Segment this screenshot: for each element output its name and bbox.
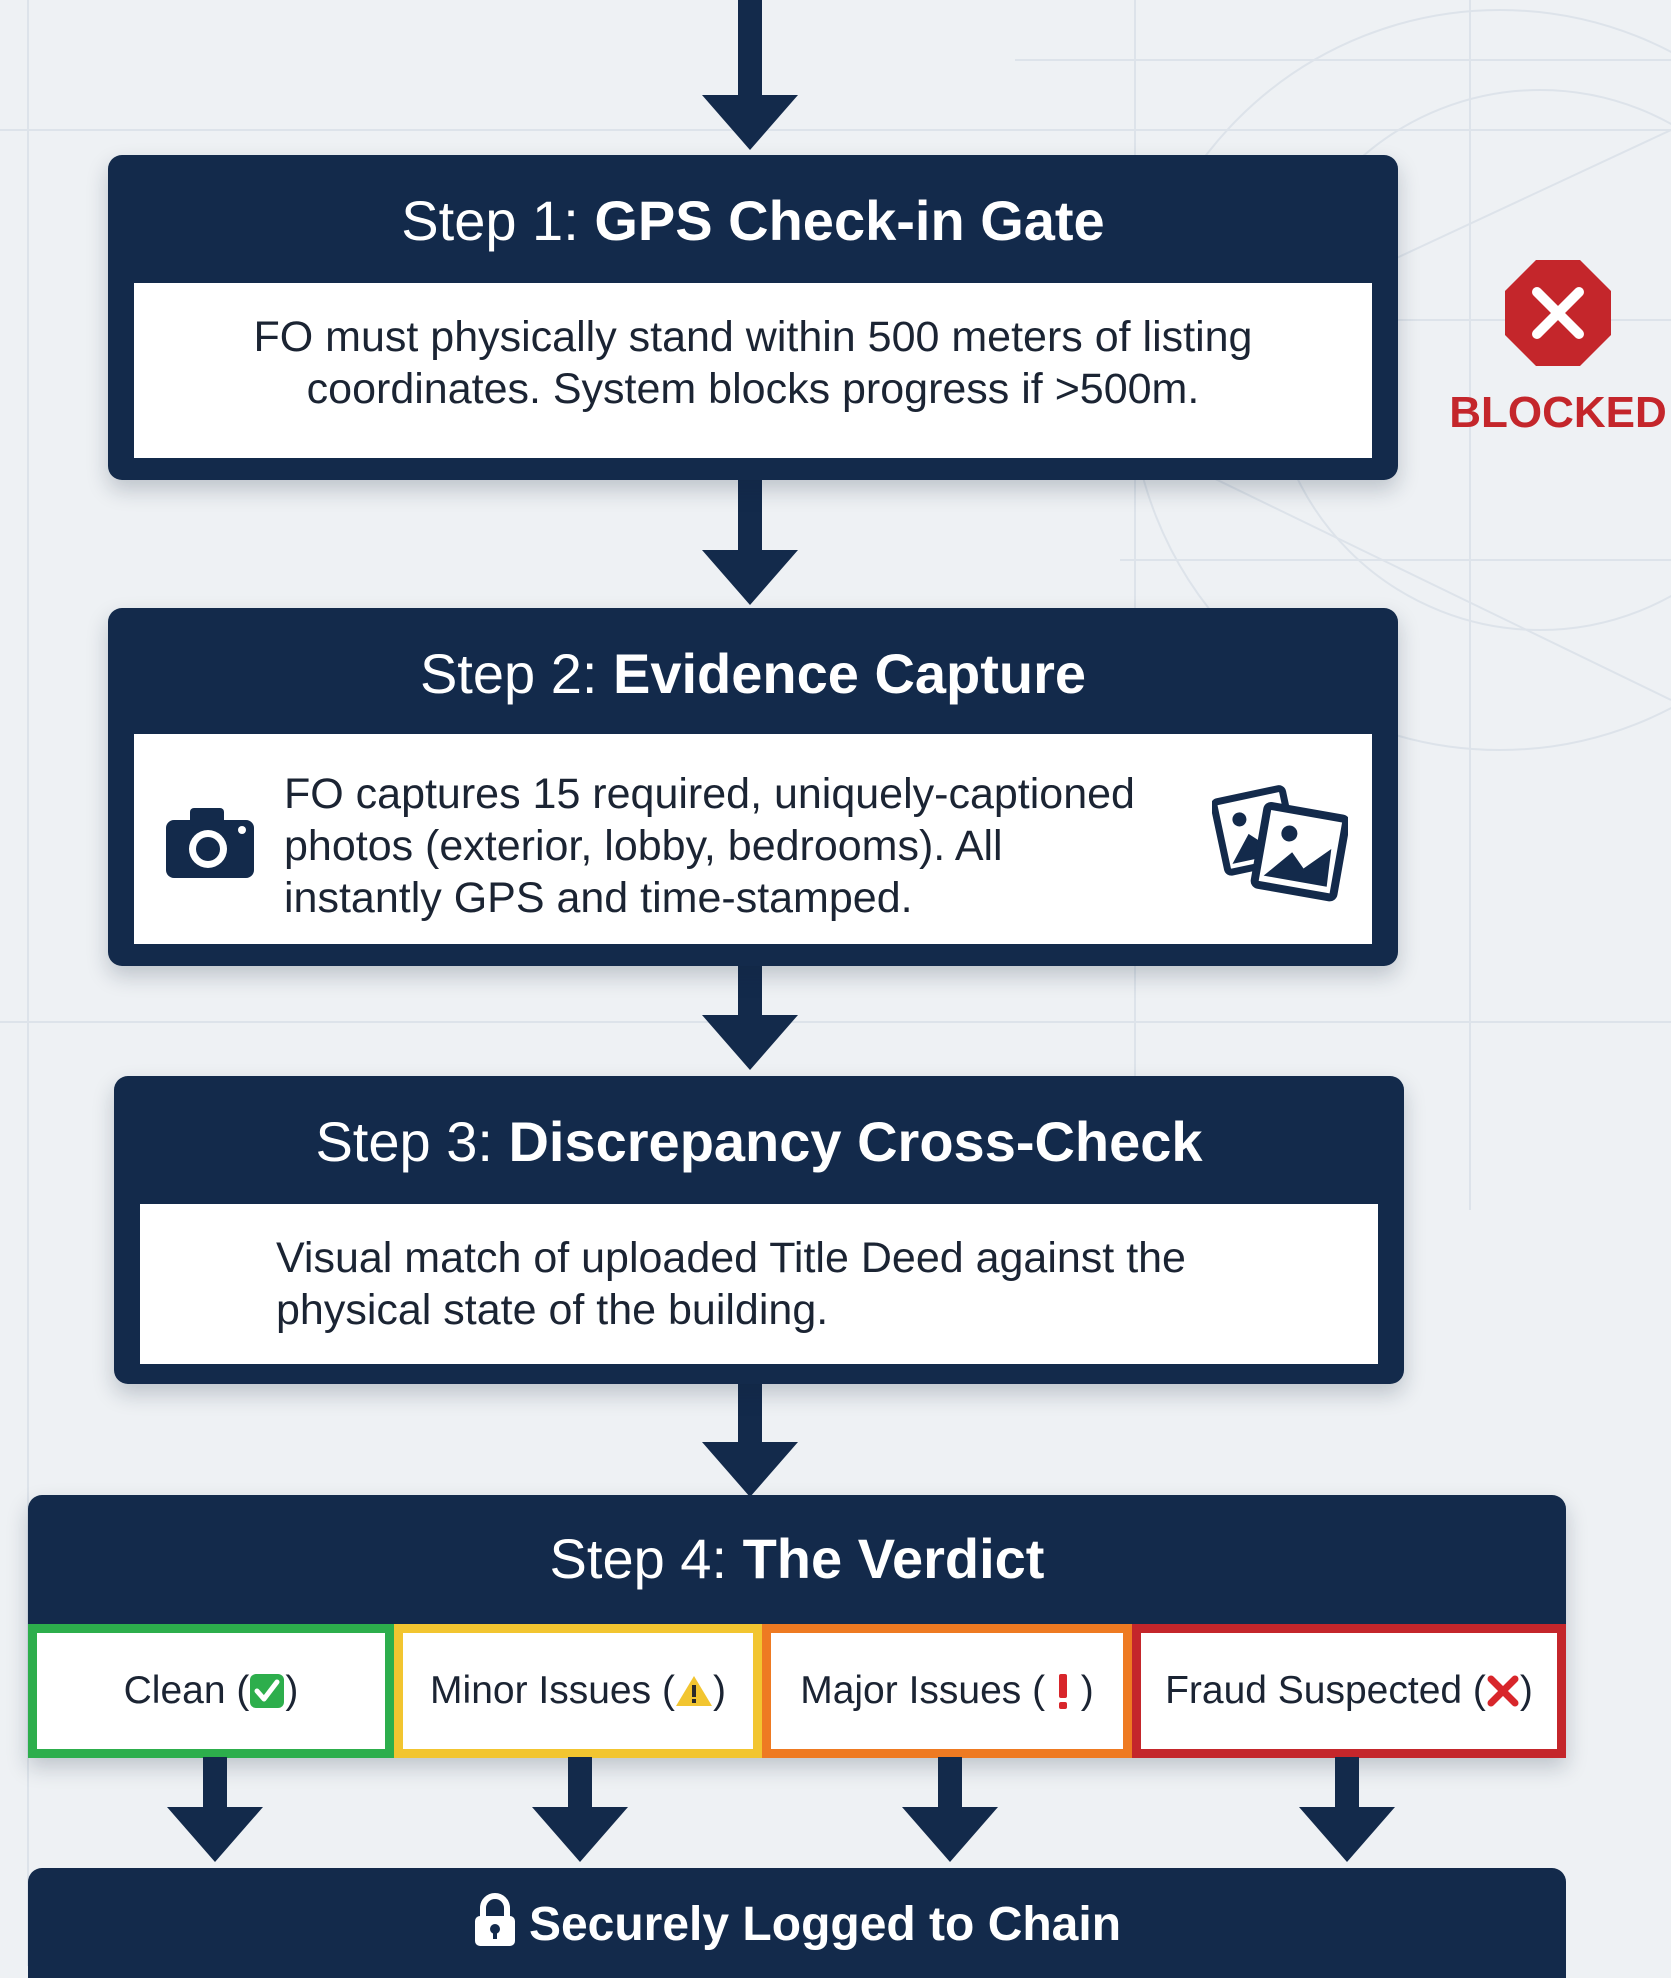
- step-2-description: FO captures 15 required, uniquely-captio…: [284, 770, 1135, 922]
- arrow-into-step-1: [702, 0, 798, 150]
- arrow-fraud-to-chain: [1299, 1757, 1395, 1862]
- step-2-title: Step 2: Evidence Capture: [108, 646, 1398, 702]
- step-4-title: Step 4: The Verdict: [28, 1531, 1566, 1587]
- step-3-card: Step 3: Discrepancy Cross-Check Visual m…: [114, 1076, 1404, 1384]
- step-4-number: Step 4:: [549, 1527, 728, 1590]
- photos-icon: [1212, 785, 1348, 902]
- step-4-name: The Verdict: [742, 1527, 1045, 1590]
- arrow-step2-to-step3: [702, 960, 798, 1070]
- arrow-minor-to-chain: [532, 1757, 628, 1862]
- step-2-card: Step 2: Evidence Capture FO captures 15 …: [108, 608, 1398, 966]
- warning-triangle-icon: [675, 1676, 712, 1706]
- step-1-name: GPS Check-in Gate: [594, 189, 1105, 252]
- blocked-indicator: BLOCKED: [1445, 258, 1671, 448]
- camera-icon: [166, 808, 254, 878]
- step-3-name: Discrepancy Cross-Check: [508, 1110, 1203, 1173]
- arrow-step3-to-step4: [702, 1382, 798, 1497]
- secure-log-title: Securely Logged to Chain: [28, 1892, 1566, 1952]
- exclamation-icon: [1058, 1674, 1067, 1709]
- verdict-clean: Clean ( ): [28, 1624, 394, 1758]
- step-2-number: Step 2:: [419, 642, 598, 705]
- step-3-number: Step 3:: [315, 1110, 493, 1173]
- step-1-title: Step 1: GPS Check-in Gate: [108, 193, 1398, 249]
- verdict-major-issues: Major Issues ( ): [762, 1624, 1132, 1758]
- verdict-options: Clean ( ) Minor Issues ( ) Major Issues …: [28, 1624, 1566, 1758]
- arrow-clean-to-chain: [167, 1757, 263, 1862]
- verdict-minor-issues: Minor Issues ( ): [394, 1624, 762, 1758]
- step-1-number: Step 1:: [401, 189, 579, 252]
- secure-log-label: Securely Logged to Chain: [528, 1898, 1122, 1951]
- x-mark-icon: [1487, 1675, 1519, 1707]
- step-3-title: Step 3: Discrepancy Cross-Check: [114, 1114, 1404, 1170]
- lock-icon: [474, 1893, 515, 1946]
- check-box-icon: [250, 1674, 285, 1708]
- x-octagon-icon: [1505, 260, 1611, 366]
- step-1-description: FO must physically stand within 500 mete…: [253, 313, 1253, 413]
- step-2-name: Evidence Capture: [612, 642, 1087, 705]
- secure-log-banner: Securely Logged to Chain: [28, 1868, 1566, 1978]
- blocked-label: BLOCKED: [1449, 388, 1667, 437]
- step-3-body: Visual match of uploaded Title Deed agai…: [140, 1204, 1378, 1364]
- step-3-description: Visual match of uploaded Title Deed agai…: [276, 1234, 1186, 1334]
- step-2-body: FO captures 15 required, uniquely-captio…: [134, 734, 1372, 944]
- step-1-body: FO must physically stand within 500 mete…: [134, 283, 1372, 458]
- verdict-fraud-suspected: Fraud Suspected ( ): [1132, 1624, 1566, 1758]
- arrow-major-to-chain: [902, 1757, 998, 1862]
- step-1-card: Step 1: GPS Check-in Gate FO must physic…: [108, 155, 1398, 480]
- arrow-step1-to-step2: [702, 475, 798, 605]
